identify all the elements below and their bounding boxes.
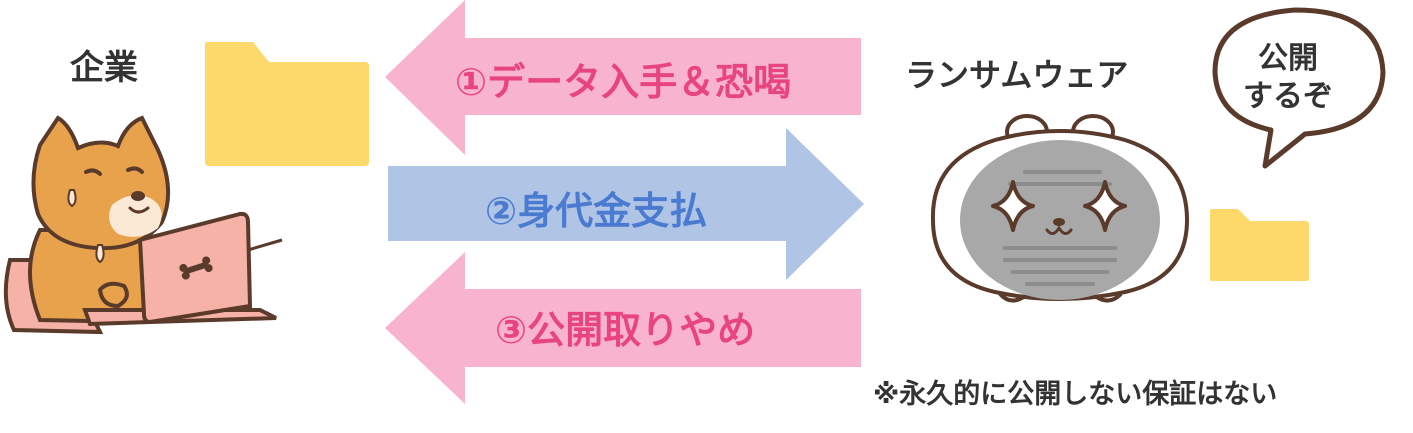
arrow-1-label: ①データ入手＆恐喝 xyxy=(455,60,792,104)
disclaimer-note: ※永久的に公開しない保証はない xyxy=(873,379,1278,410)
ransomware-label: ランサムウェア xyxy=(905,56,1129,94)
arrow-stop-publishing xyxy=(385,252,861,404)
arrow-ransom-payment xyxy=(388,128,864,280)
speech-line-2: するぞ xyxy=(1243,78,1333,114)
speech-bubble xyxy=(1212,7,1386,169)
speech-bubble-text: 公開 するぞ xyxy=(1228,40,1348,115)
arrow-2-label: ②身代金支払 xyxy=(485,189,708,233)
arrow-data-theft xyxy=(385,0,861,155)
company-folder-icon xyxy=(205,42,369,166)
shiba-dog-with-laptop xyxy=(3,115,283,335)
ransomware-folder-icon xyxy=(1210,209,1309,281)
speech-line-1: 公開 xyxy=(1258,41,1318,76)
ransomware-cat-character xyxy=(930,114,1190,303)
arrow-3-label: ③公開取りやめ xyxy=(495,308,756,352)
company-label: 企業 xyxy=(70,48,138,88)
